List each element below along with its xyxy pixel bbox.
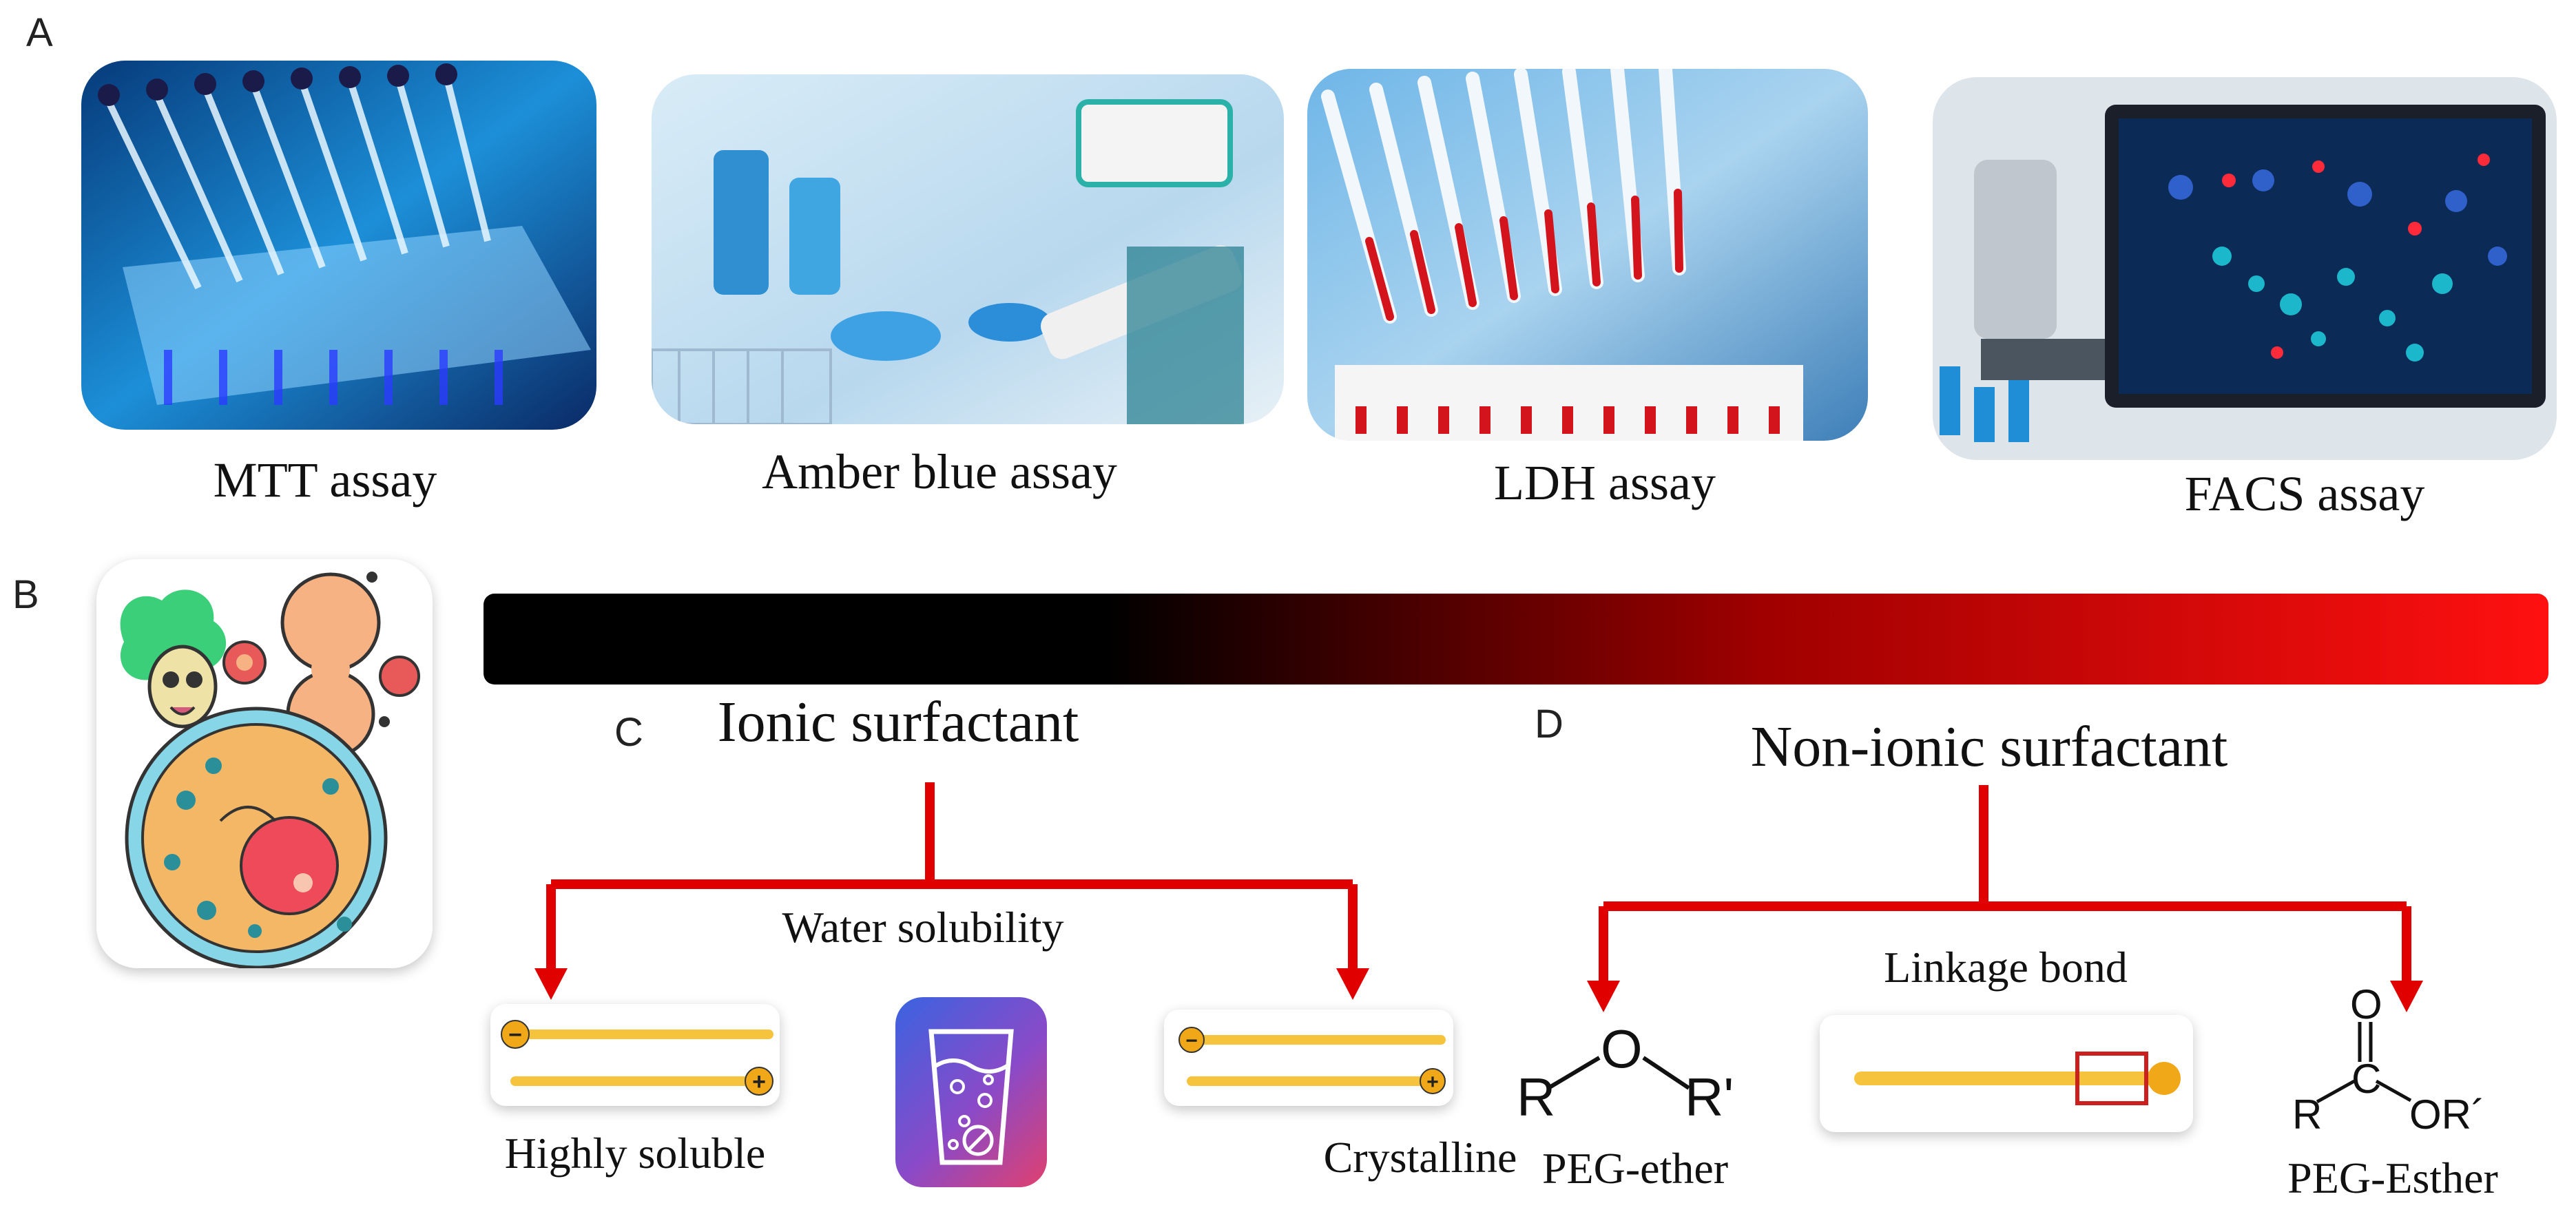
ester-structure: O C R OR´ bbox=[2273, 978, 2493, 1143]
ether-r: R bbox=[1517, 1067, 1556, 1127]
plus-charge: + bbox=[752, 1069, 766, 1095]
peg-ether-label: PEG-ether bbox=[1541, 1144, 1729, 1193]
plus-charge: + bbox=[1426, 1071, 1439, 1094]
mtt-assay-label: MTT assay bbox=[213, 452, 437, 508]
ionic-surfactant-title: Ionic surfactant bbox=[717, 690, 1079, 754]
mtt-assay-photo bbox=[81, 61, 596, 430]
non-ionic-surfactant-title: Non-ionic surfactant bbox=[1750, 715, 2228, 779]
toxicity-gradient-bar bbox=[484, 594, 2548, 685]
ether-r-prime: R' bbox=[1685, 1067, 1734, 1127]
water-glass-icon bbox=[895, 997, 1047, 1187]
facs-assay-photo bbox=[1933, 77, 2557, 460]
ldh-assay-label: LDH assay bbox=[1494, 455, 1716, 510]
ether-structure: R O R' bbox=[1508, 1012, 1743, 1127]
ester-r: R bbox=[2292, 1091, 2323, 1138]
minus-charge: − bbox=[508, 1022, 522, 1048]
cell-death-icon bbox=[120, 572, 420, 970]
ester-or: OR´ bbox=[2409, 1091, 2485, 1138]
linkage-bond-label: Linkage bond bbox=[1884, 943, 2128, 992]
panel-letter-a: A bbox=[26, 10, 53, 55]
panel-letter-d: D bbox=[1535, 702, 1564, 746]
ldh-assay-photo bbox=[1307, 69, 1868, 441]
highly-soluble-label: Highly soluble bbox=[504, 1129, 766, 1178]
peg-esther-label: PEG-Esther bbox=[2287, 1153, 2498, 1202]
panel-letter-c: C bbox=[614, 710, 643, 755]
minus-charge: − bbox=[1185, 1030, 1198, 1052]
amber-blue-assay-label: Amber blue assay bbox=[762, 444, 1117, 499]
panel-letter-b: B bbox=[12, 572, 39, 617]
linkage-bond-card bbox=[1820, 1015, 2193, 1132]
facs-assay-label: FACS assay bbox=[2184, 466, 2425, 521]
crystalline-surfactant-card: − + bbox=[1164, 1010, 1453, 1106]
crystalline-label: Crystalline bbox=[1323, 1133, 1517, 1182]
ether-o: O bbox=[1601, 1018, 1643, 1079]
ester-c: C bbox=[2351, 1056, 2382, 1102]
cell-illustration-card bbox=[96, 559, 433, 970]
highly-soluble-surfactant-card: − + bbox=[490, 1004, 780, 1106]
ester-o-double: O bbox=[2350, 981, 2382, 1027]
water-solubility-label: Water solubility bbox=[782, 903, 1064, 952]
amber-blue-assay-photo bbox=[652, 74, 1284, 424]
